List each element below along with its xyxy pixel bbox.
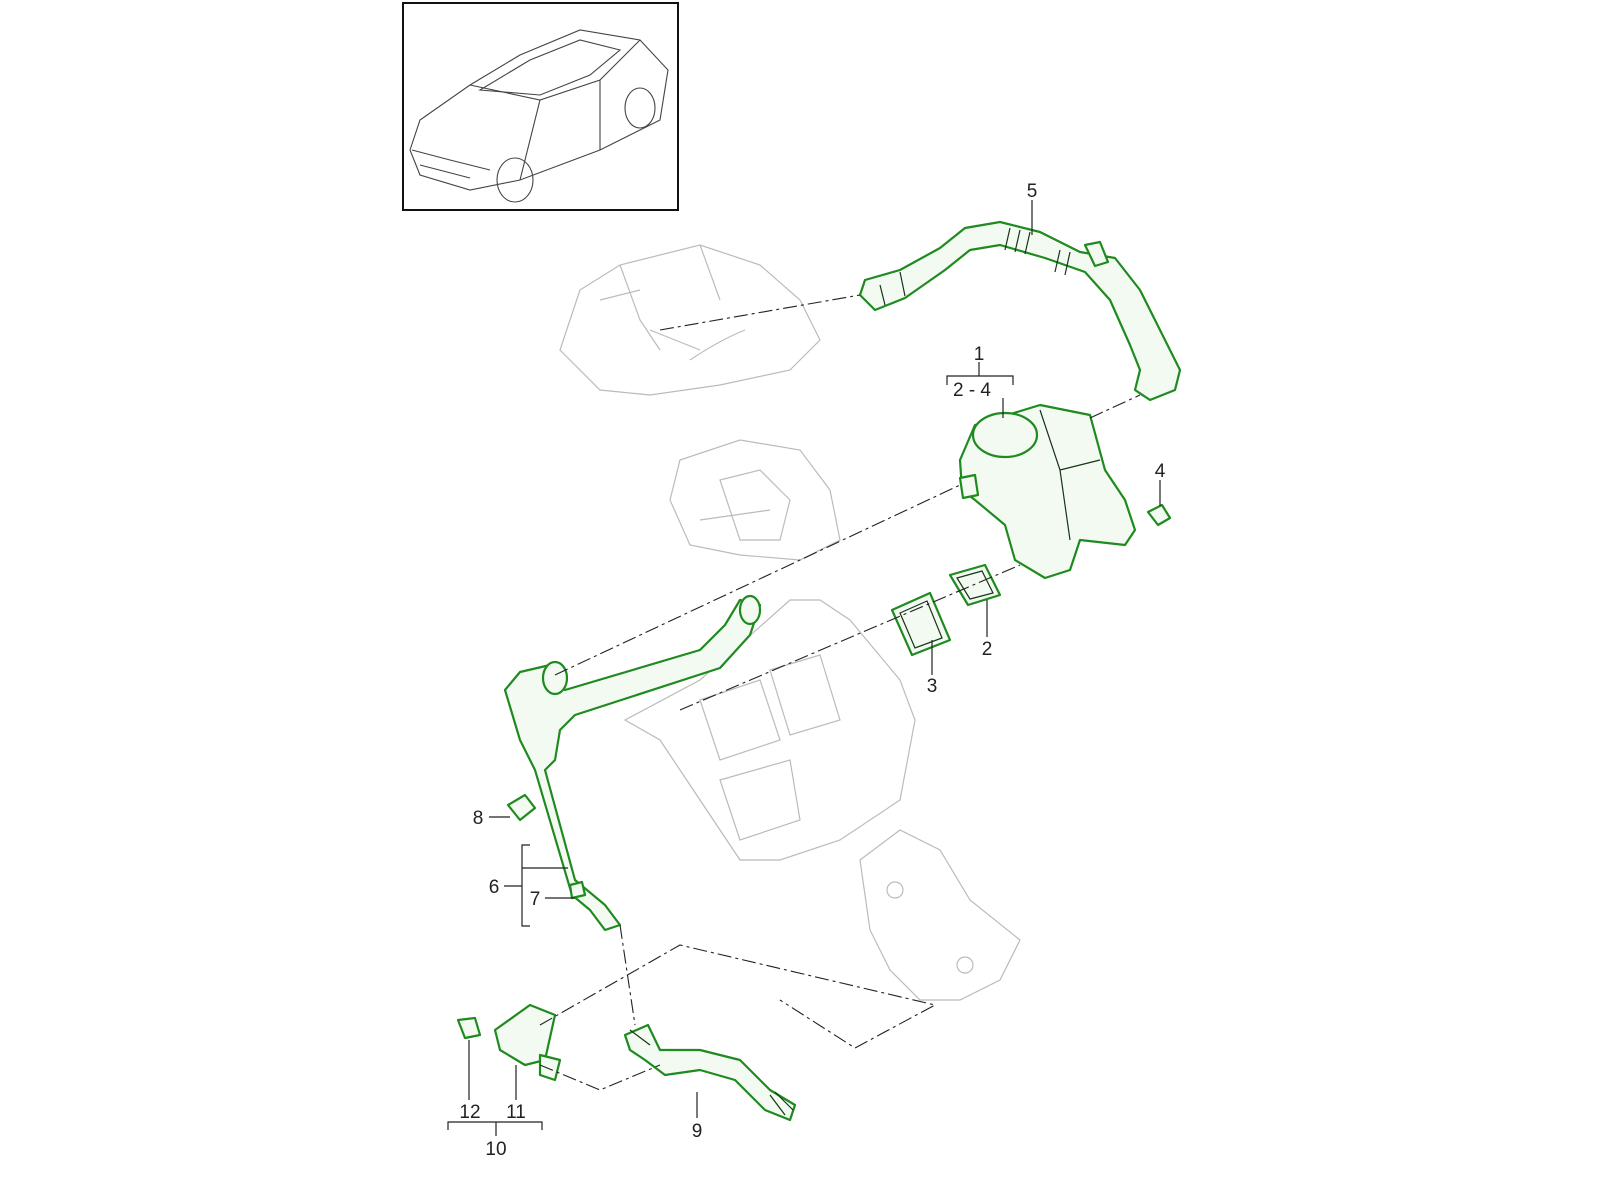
callout-2-4: 2 - 4 — [953, 380, 991, 401]
callout-11: 11 — [506, 1102, 526, 1123]
callout-7: 7 — [530, 889, 541, 910]
callout-12: 12 — [459, 1102, 480, 1123]
vehicle-thumbnail — [402, 2, 679, 211]
connection-lines — [539, 294, 1141, 1091]
callout-3: 3 — [927, 676, 938, 697]
callout-8: 8 — [473, 808, 484, 829]
part-1-oil-separator — [958, 403, 1137, 580]
callout-6: 6 — [489, 877, 500, 898]
part-11-bracket — [493, 1003, 562, 1082]
callout-4: 4 — [1155, 461, 1166, 482]
callout-5: 5 — [1027, 181, 1038, 202]
part-8-clip — [506, 793, 537, 822]
leader-lines — [447, 200, 1161, 1136]
callout-10: 10 — [485, 1139, 506, 1160]
part-2-gasket — [948, 563, 1002, 607]
part-6-vent-pipe — [503, 594, 762, 932]
callout-2: 2 — [982, 639, 993, 660]
part-9-hose — [623, 1023, 797, 1122]
callout-1: 1 — [974, 344, 985, 365]
engine-outline — [559, 244, 1021, 1001]
part-3-gasket — [890, 591, 952, 657]
part-5-breather-hose — [858, 220, 1182, 402]
part-12-clip — [456, 1016, 482, 1040]
callout-9: 9 — [692, 1121, 703, 1142]
part-4-valve — [1146, 503, 1172, 527]
